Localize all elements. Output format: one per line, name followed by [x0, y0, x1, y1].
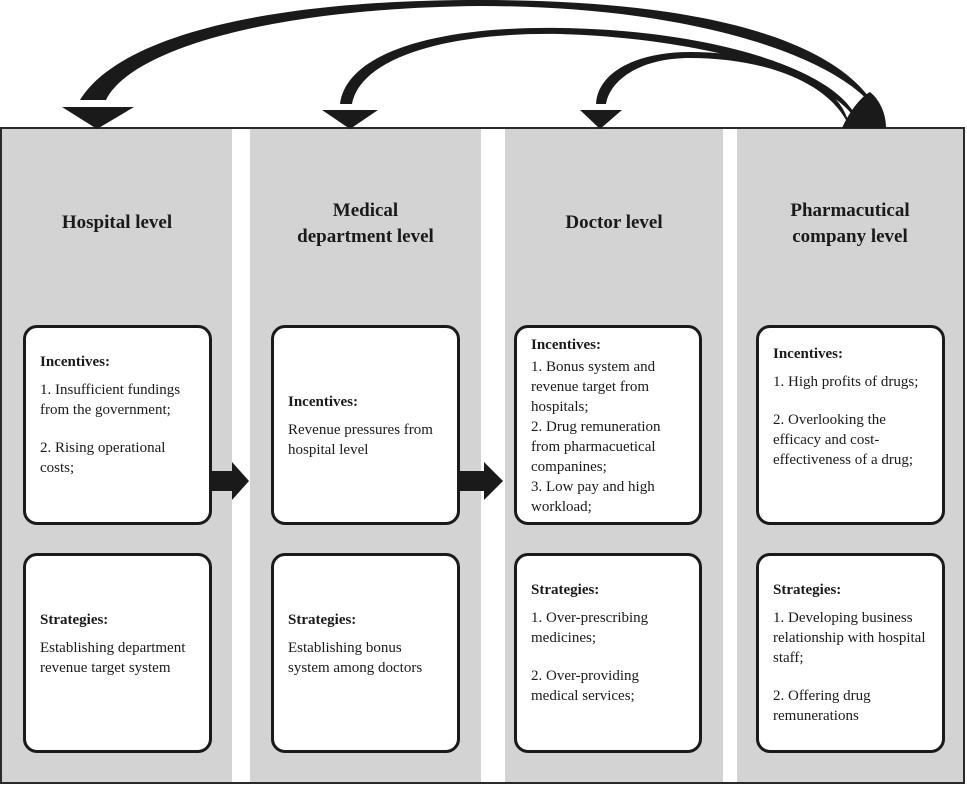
incentives-title: Incentives: — [288, 394, 358, 410]
pharma-arc-base — [842, 92, 886, 128]
strategy-item: 1. Over-prescribing medicines; — [531, 610, 649, 646]
strategies-title: Strategies: — [531, 582, 600, 598]
department-to-doctor-arrow — [459, 462, 503, 500]
strategy-item: Establishing bonus system among doctors — [288, 640, 423, 676]
incentive-item: 3. Low pay and high workload; — [531, 479, 655, 515]
heading-doctor: Doctor level — [565, 212, 663, 233]
pharma-strategies-box: Strategies: 1. Developing business relat… — [756, 553, 945, 753]
incentives-title: Incentives: — [773, 346, 843, 362]
incentives-title: Incentives: — [40, 354, 110, 370]
incentive-item: 2. Drug remuneration from pharmacuetical… — [531, 419, 661, 475]
pharma-to-doctor-arc — [596, 52, 850, 128]
pharma-to-department-arrowhead — [322, 110, 378, 129]
doctor-strategies-box: Strategies: 1. Over-prescribing medicine… — [514, 553, 702, 753]
pharma-to-department-arc — [340, 27, 860, 128]
strategies-title: Strategies: — [40, 612, 109, 628]
hospital-to-department-arrow — [210, 462, 249, 500]
heading-hospital: Hospital level — [61, 212, 173, 233]
pharma-to-doctor-arrowhead — [580, 110, 622, 129]
incentive-item: 1. High profits of drugs; — [773, 374, 919, 390]
hospital-incentives-box: Incentives: 1. Insufficient fundings fro… — [23, 325, 212, 525]
incentive-item: Revenue pressures from hospital level — [288, 422, 433, 458]
incentives-title: Incentives: — [531, 337, 601, 353]
doctor-incentives-box: Incentives: 1. Bonus system and revenue … — [514, 325, 702, 525]
heading-department: Medical department level — [297, 200, 434, 247]
heading-pharma: Pharmacutical company level — [790, 200, 910, 247]
strategy-item: 2. Over-providing medical services; — [531, 668, 640, 704]
hospital-strategies-box: Strategies: Establishing department reve… — [23, 553, 212, 753]
department-incentives-box: Incentives: Revenue pressures from hospi… — [271, 325, 460, 525]
strategy-item: Establishing department revenue target s… — [40, 640, 186, 676]
strategy-item: 1. Developing business relationship with… — [773, 610, 926, 666]
strategy-item: 2. Offering drug remunerations — [773, 688, 871, 724]
pharma-to-hospital-arrowhead — [62, 107, 134, 129]
incentive-item: 2. Rising operational costs; — [40, 440, 166, 476]
department-strategies-box: Strategies: Establishing bonus system am… — [271, 553, 460, 753]
strategies-title: Strategies: — [773, 582, 842, 598]
strategies-title: Strategies: — [288, 612, 357, 628]
incentive-item: 1. Bonus system and revenue target from … — [531, 359, 656, 415]
incentive-item: 2. Overlooking the efficacy and cost-eff… — [773, 412, 914, 468]
incentive-item: 1. Insufficient fundings from the govern… — [40, 382, 181, 418]
pharma-incentives-box: Incentives: 1. High profits of drugs; 2.… — [756, 325, 945, 525]
